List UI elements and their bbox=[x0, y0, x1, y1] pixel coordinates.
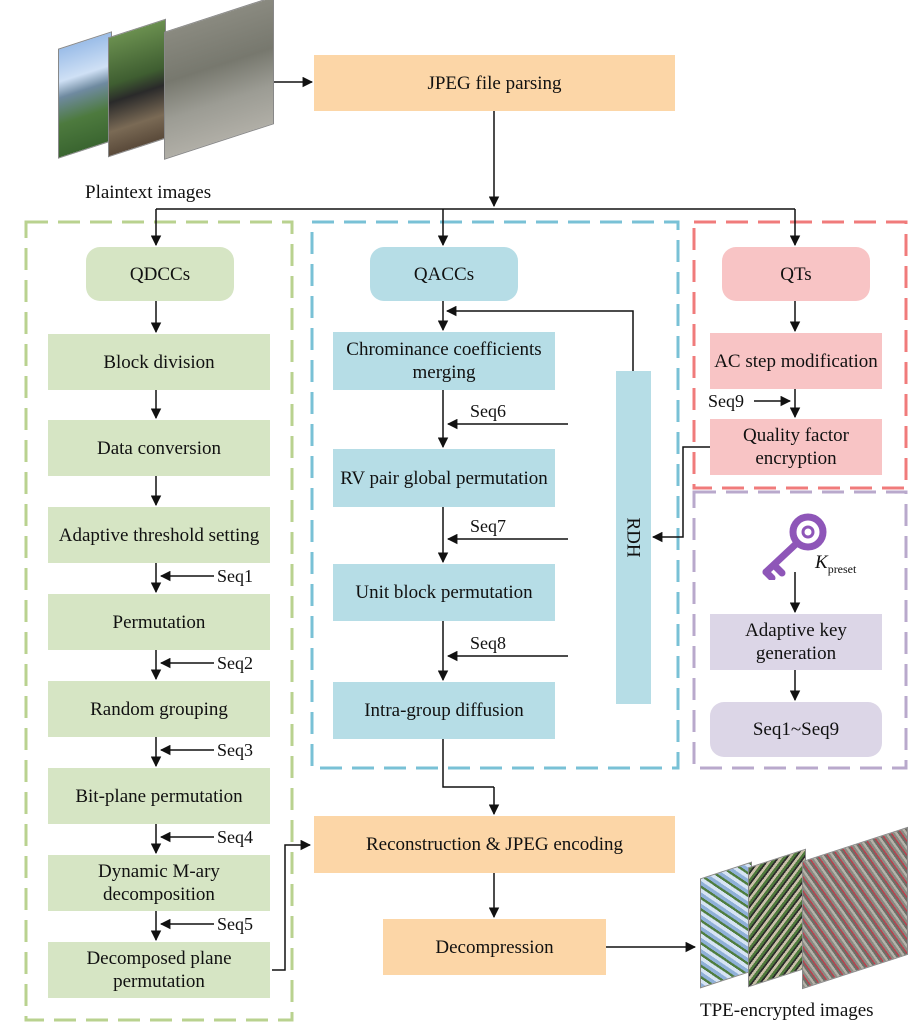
reconstruction-box: Reconstruction & JPEG encoding bbox=[314, 816, 675, 873]
seq8-label: Seq8 bbox=[470, 633, 506, 653]
qacc-step-intra-group-diffusion: Intra-group diffusion bbox=[333, 682, 555, 739]
qdcc-group-border bbox=[24, 220, 294, 1022]
qt-step-quality-factor-encryption: Quality factor encryption bbox=[710, 419, 882, 475]
qdcc-step-random-grouping: Random grouping bbox=[48, 681, 270, 737]
qdcc-step-decomposed-plane-permutation: Decomposed plane permutation bbox=[48, 942, 270, 998]
key-label-subscript: preset bbox=[827, 561, 857, 576]
key-label-k: K bbox=[815, 552, 828, 573]
qacc-header: QACCs bbox=[370, 247, 518, 301]
seq9-label: Seq9 bbox=[708, 391, 744, 411]
seq3-label: Seq3 bbox=[217, 740, 253, 760]
jpeg-parsing-box: JPEG file parsing bbox=[314, 55, 675, 111]
plaintext-image-mountain bbox=[58, 31, 112, 159]
key-icon bbox=[762, 513, 827, 580]
seq4-label: Seq4 bbox=[217, 827, 253, 847]
encrypted-image-mountain bbox=[700, 861, 752, 989]
encrypted-image-horse bbox=[748, 848, 806, 988]
key-label: Kpreset bbox=[815, 553, 856, 579]
plaintext-caption: Plaintext images bbox=[85, 182, 212, 203]
seq1-label: Seq1 bbox=[217, 566, 253, 586]
key-step-seq-output: Seq1~Seq9 bbox=[710, 702, 882, 757]
qacc-step-chrominance-merging: Chrominance coefficients merging bbox=[333, 332, 555, 390]
qdcc-step-data-conversion: Data conversion bbox=[48, 420, 270, 476]
key-group-border bbox=[692, 490, 908, 770]
seq5-label: Seq5 bbox=[217, 914, 253, 934]
qdcc-step-bit-plane-permutation: Bit-plane permutation bbox=[48, 768, 270, 824]
qdcc-step-mary-decomposition: Dynamic M-ary decomposition bbox=[48, 855, 270, 911]
rdh-label: RDH bbox=[623, 517, 644, 558]
qdcc-header: QDCCs bbox=[86, 247, 234, 301]
qacc-step-rv-pair-permutation: RV pair global permutation bbox=[333, 449, 555, 507]
qacc-group-border bbox=[310, 220, 680, 770]
qdcc-step-permutation: Permutation bbox=[48, 594, 270, 650]
qt-step-ac-step-modification: AC step modification bbox=[710, 333, 882, 389]
rdh-box: RDH bbox=[616, 371, 651, 704]
key-step-adaptive-key-generation: Adaptive key generation bbox=[710, 614, 882, 670]
seq2-label: Seq2 bbox=[217, 653, 253, 673]
seq7-label: Seq7 bbox=[470, 516, 506, 536]
qt-group-border bbox=[692, 220, 908, 490]
qacc-step-unit-block-permutation: Unit block permutation bbox=[333, 564, 555, 621]
qdcc-step-adaptive-threshold: Adaptive threshold setting bbox=[48, 507, 270, 563]
seq6-label: Seq6 bbox=[470, 401, 506, 421]
decompression-box: Decompression bbox=[383, 919, 606, 975]
encrypted-caption: TPE-encrypted images bbox=[700, 1000, 874, 1021]
qdcc-step-block-division: Block division bbox=[48, 334, 270, 390]
plaintext-image-horse bbox=[108, 18, 166, 158]
qt-header: QTs bbox=[722, 247, 870, 301]
